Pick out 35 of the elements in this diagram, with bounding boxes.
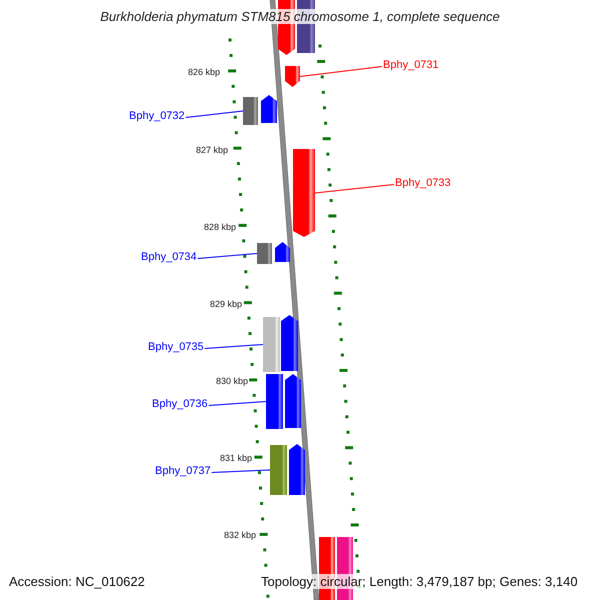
gene-feature: [275, 242, 290, 262]
leader-line: [204, 344, 264, 349]
gene-label: Bphy_0734: [141, 251, 197, 264]
scale-label: 832 kbp: [224, 530, 256, 541]
scale-label: 830 kbp: [216, 376, 248, 387]
footer-text: Topology: circular; Length: 3,479,187 bp; Genes: 3,140: [261, 574, 578, 589]
scale-label: 826 kbp: [188, 67, 220, 78]
gene-feature: [285, 66, 300, 87]
gene-feature: [285, 374, 301, 428]
scale-label: 829 kbp: [210, 299, 242, 310]
gene-feature: [293, 149, 315, 237]
gene-feature: [289, 444, 305, 495]
gene-label: Bphy_0731: [383, 59, 439, 72]
gene-feature: [266, 374, 283, 429]
gene-label: Bphy_0736: [152, 398, 208, 411]
leader-line: [197, 253, 258, 259]
footer-text: Accession: NC_010622: [9, 574, 145, 589]
gene-feature: [270, 445, 287, 495]
leader-line: [185, 110, 244, 118]
scale-label: 828 kbp: [204, 222, 236, 233]
leader-line: [300, 66, 382, 77]
gene-label: Bphy_0733: [395, 177, 451, 190]
gene-label: Bphy_0732: [129, 110, 185, 123]
gene-feature: [243, 97, 258, 125]
gene-feature: [261, 95, 277, 123]
scale-label: 827 kbp: [196, 145, 228, 156]
gene-label: Bphy_0735: [148, 341, 204, 354]
gene-feature: [263, 317, 280, 372]
gene-label: Bphy_0737: [155, 465, 211, 478]
gene-feature: [257, 243, 272, 264]
scale-label: 831 kbp: [220, 453, 252, 464]
leader-line: [314, 184, 394, 194]
gene-feature: [281, 315, 298, 371]
leader-line: [211, 470, 270, 473]
leader-line: [208, 401, 266, 406]
